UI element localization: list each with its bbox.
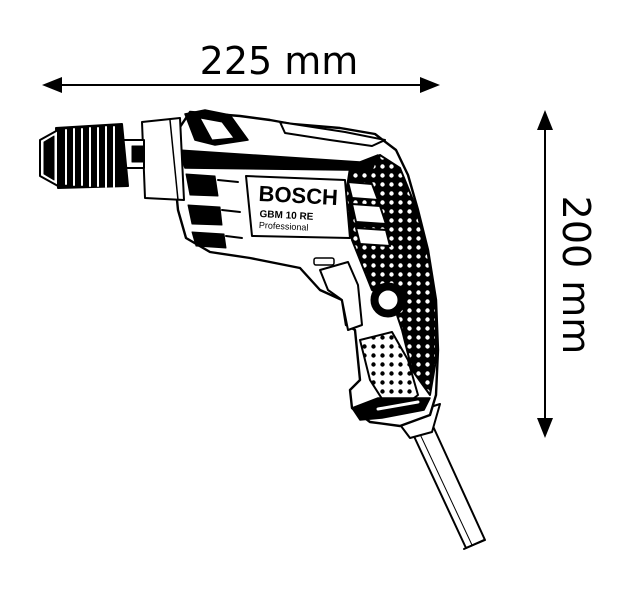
front-vents xyxy=(185,173,243,249)
drill-illustration xyxy=(39,109,486,550)
power-cord xyxy=(411,423,486,550)
height-dimension: 200 mm xyxy=(537,110,598,438)
lock-button xyxy=(375,287,401,313)
trigger xyxy=(319,261,363,331)
product-line: Professional xyxy=(259,220,309,233)
front-dark-strip xyxy=(177,149,379,171)
label-plate xyxy=(245,175,351,239)
height-label: 200 mm xyxy=(554,196,598,355)
width-label: 225 mm xyxy=(200,39,359,83)
product-label: BOSCH GBM 10 RE Professional xyxy=(258,181,339,233)
rear-vents xyxy=(347,181,391,247)
height-arrow-bottom xyxy=(537,418,553,438)
height-arrow-top xyxy=(537,110,553,130)
width-arrow-left xyxy=(42,77,62,93)
drill-chuck xyxy=(39,123,145,189)
width-dimension: 225 mm xyxy=(42,39,440,93)
reverse-switch xyxy=(313,257,335,266)
brand-name: BOSCH xyxy=(258,181,339,210)
top-vent-ridge xyxy=(279,121,386,147)
gear-housing xyxy=(141,117,185,201)
width-arrow-right xyxy=(420,77,440,93)
model-name: GBM 10 RE xyxy=(259,209,314,223)
